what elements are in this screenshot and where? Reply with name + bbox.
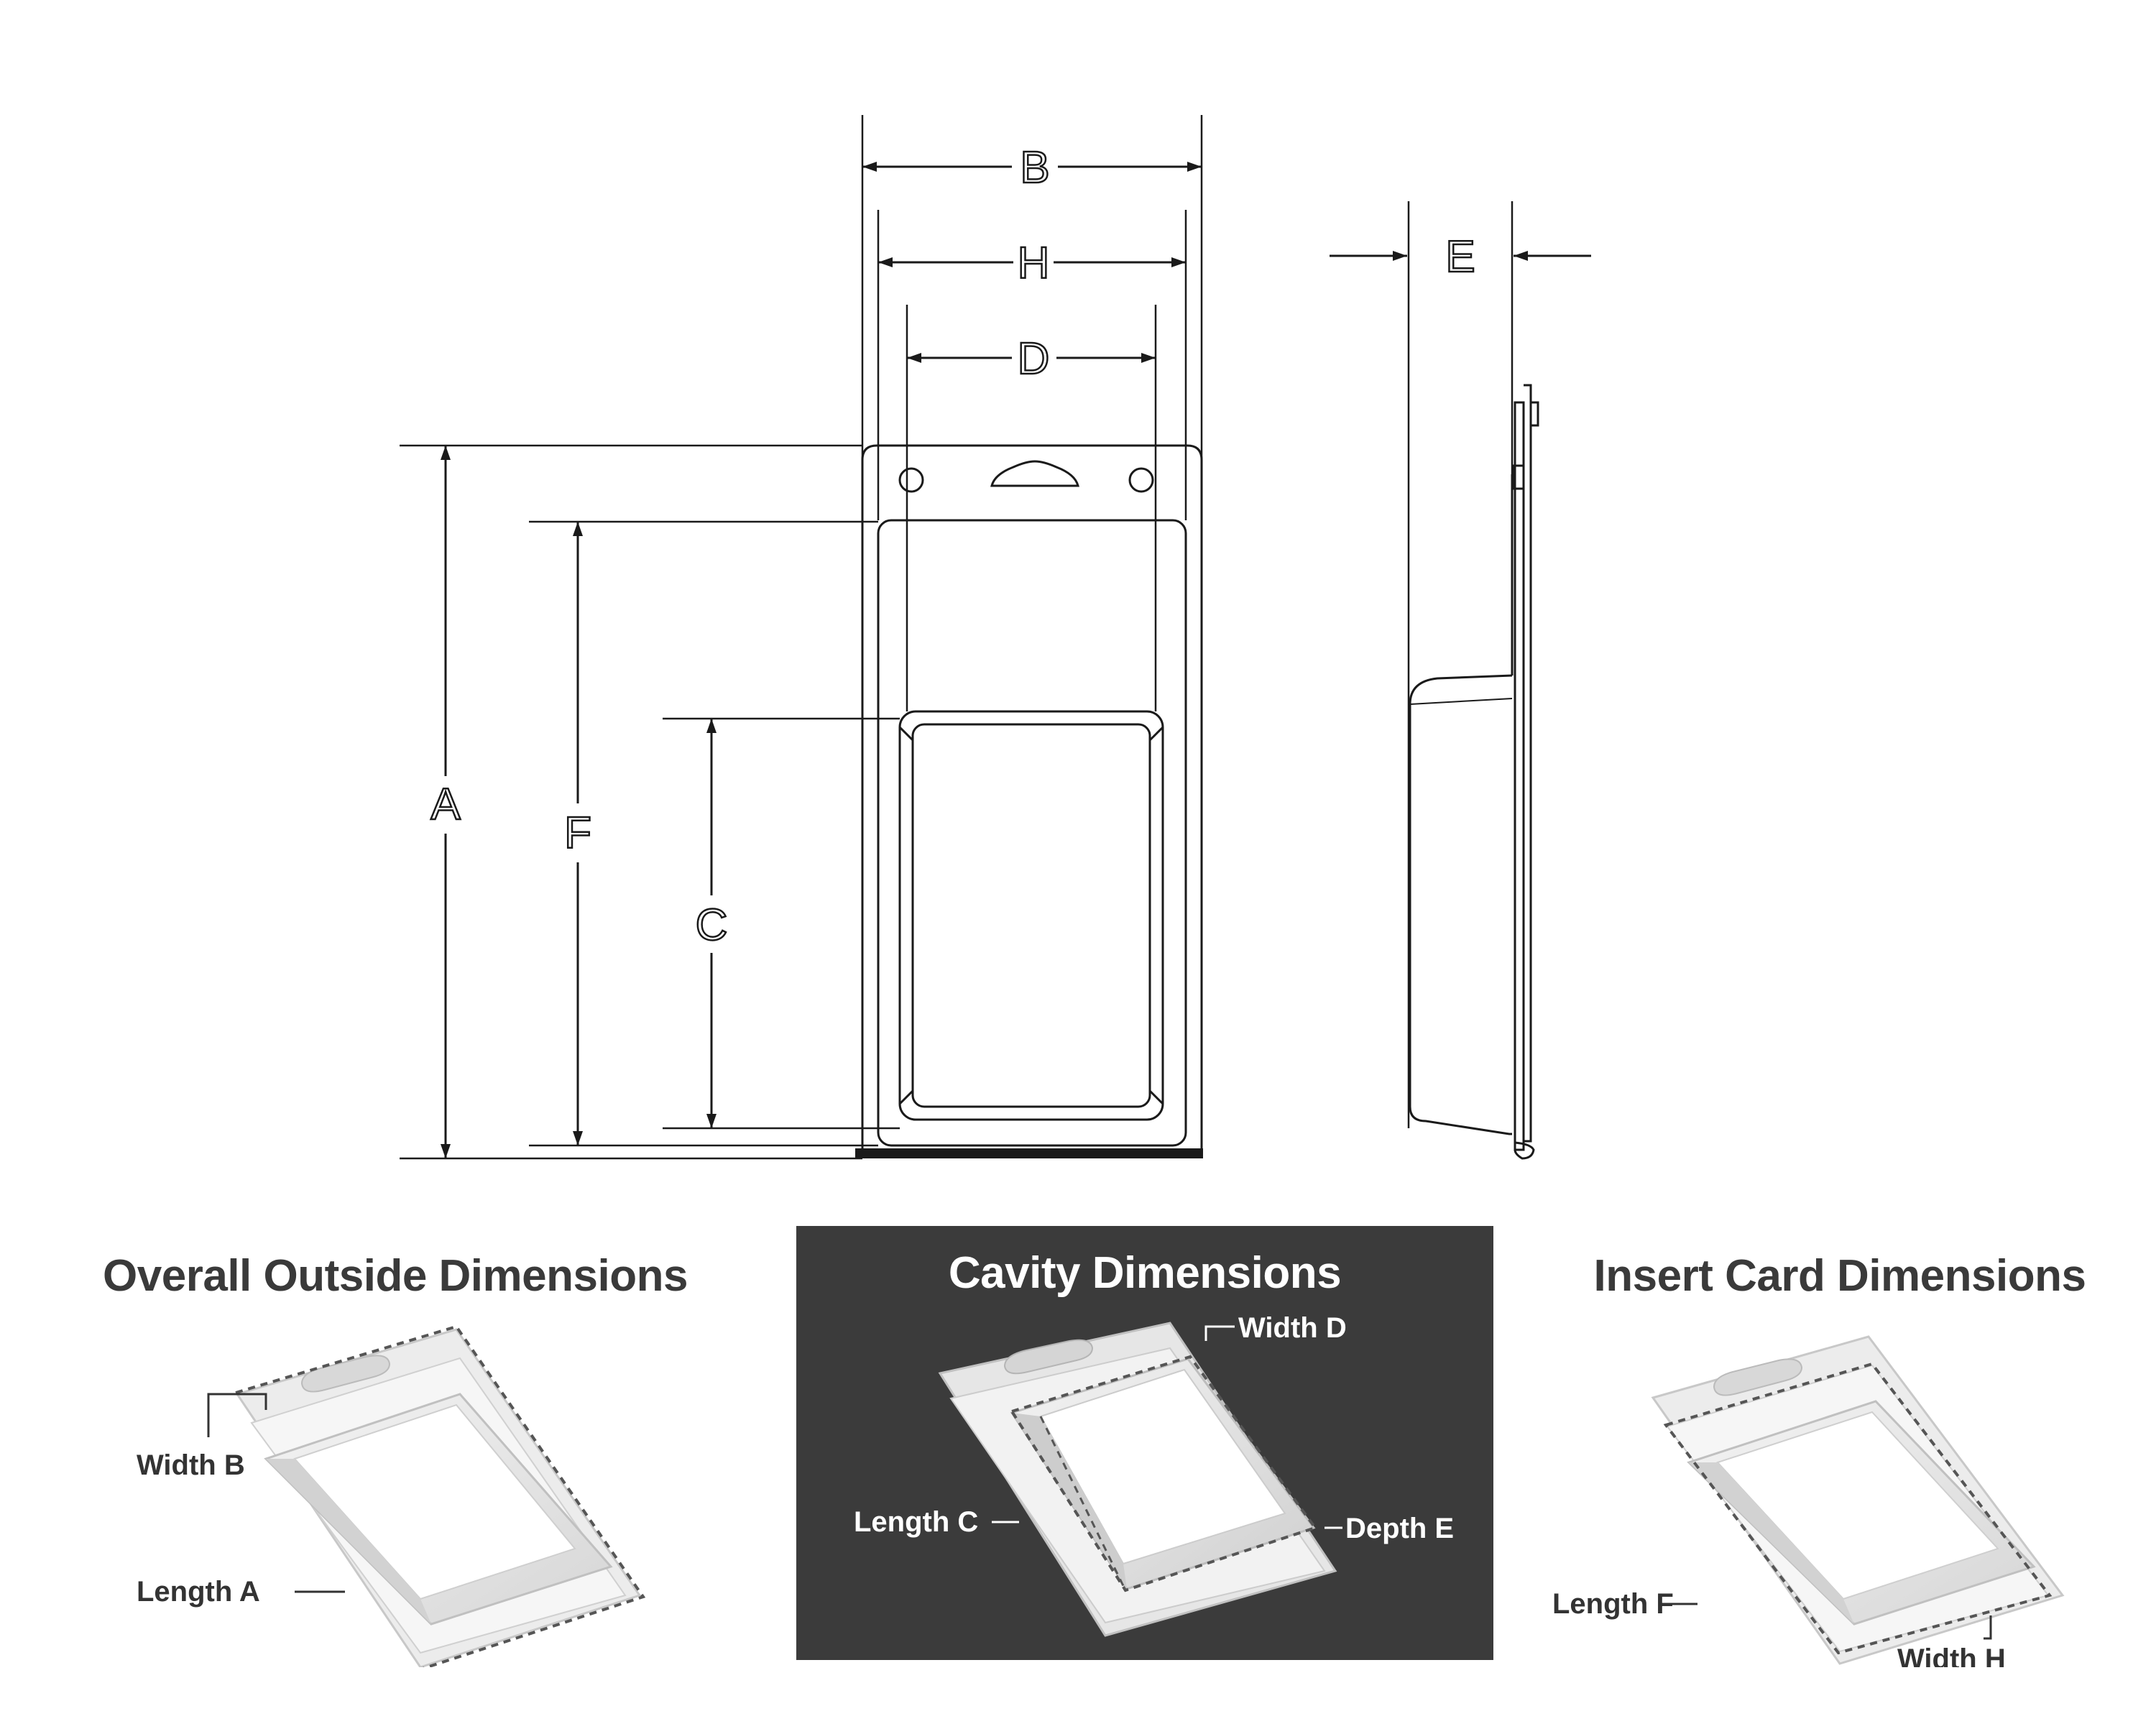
overall-dimensions-title: Overall Outside Dimensions xyxy=(103,1251,688,1301)
insert-card-blister-illustration: Length F Width H xyxy=(1552,1335,2065,1667)
insert-card-dimensions-panel: Insert Card Dimensions Length F Width H xyxy=(1545,1222,2134,1667)
cavity-blister-illustration: Width D Length C Depth E xyxy=(854,1312,1454,1637)
callout-length-f: Length F xyxy=(1552,1588,1674,1620)
callout-width-d: Width D xyxy=(1238,1312,1347,1344)
overall-dimensions-panel: Overall Outside Dimensions Width B Lengt… xyxy=(57,1222,733,1667)
callout-length-a: Length A xyxy=(137,1576,260,1608)
dim-label-f: F xyxy=(564,808,591,858)
callout-width-b: Width B xyxy=(137,1449,245,1481)
callout-depth-e: Depth E xyxy=(1345,1513,1454,1544)
dim-label-a: A xyxy=(430,780,461,829)
side-view xyxy=(1330,201,1591,1160)
cavity-dimensions-panel: Cavity Dimensions Width D Length C Depth… xyxy=(796,1226,1493,1660)
blister-technical-drawing: B H D E A F C xyxy=(400,115,1591,1160)
overall-blister-illustration: Width B Length A xyxy=(137,1324,646,1667)
dim-label-d: D xyxy=(1018,334,1050,384)
extension-lines xyxy=(400,115,1203,1160)
insert-card-dimensions-title: Insert Card Dimensions xyxy=(1593,1251,2086,1301)
front-view xyxy=(855,444,1203,1158)
dim-label-b: B xyxy=(1020,143,1049,193)
callout-length-c: Length C xyxy=(854,1506,978,1538)
callout-width-h: Width H xyxy=(1897,1643,2006,1667)
dim-label-c: C xyxy=(696,900,728,950)
dim-label-e: E xyxy=(1445,232,1475,282)
dimension-lines xyxy=(441,162,1202,1158)
cavity-dimensions-title: Cavity Dimensions xyxy=(948,1248,1342,1298)
dim-label-h: H xyxy=(1018,239,1050,288)
